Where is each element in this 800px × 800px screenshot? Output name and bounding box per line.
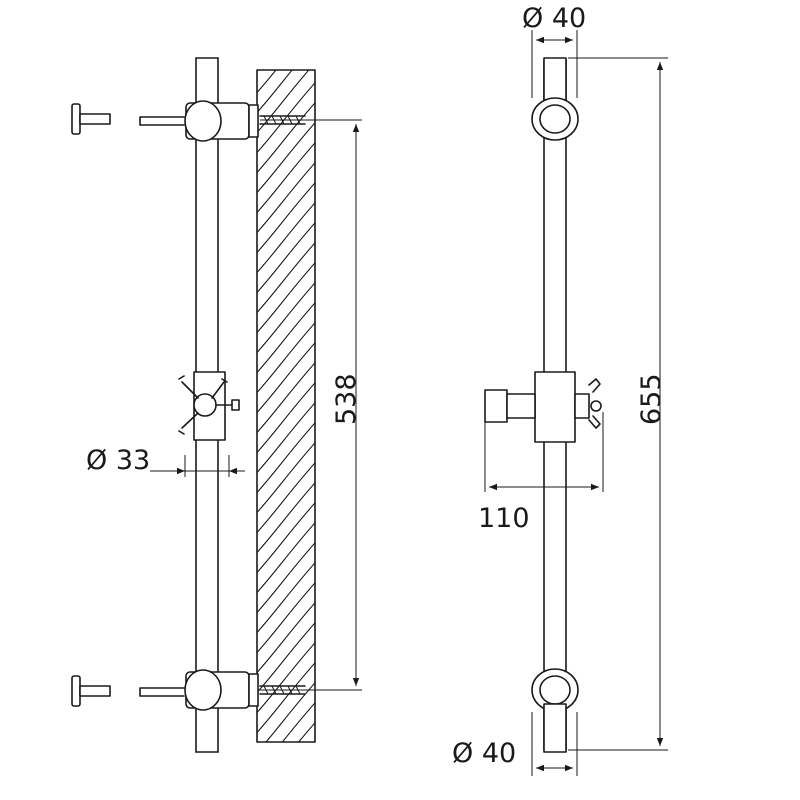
bottom-diameter-label: Ø 40 (452, 738, 516, 769)
slider-projection-dimension: 110 (478, 412, 604, 534)
hatch-line (281, 701, 315, 742)
mount-spacing-dimension: 538 (331, 119, 362, 691)
hatch-line (257, 261, 315, 334)
hatch-line (257, 601, 315, 674)
hatch-line (257, 241, 315, 314)
bottom-diameter-dimension: Ø 40 (452, 712, 578, 776)
hatch-line (257, 581, 315, 654)
hatch-line (257, 421, 315, 494)
hatch-line (257, 221, 315, 294)
hatch-line (257, 361, 315, 434)
hatch-line (257, 621, 315, 694)
hatch-line (257, 121, 315, 194)
bar-diameter-dimension: Ø 33 (86, 445, 245, 477)
hatch-line (257, 70, 310, 134)
bottom-wall-plug (71, 675, 185, 707)
top-diameter-label: Ø 40 (522, 3, 586, 34)
hatch-line (265, 681, 315, 742)
slider-projection-label: 110 (478, 503, 530, 534)
hatch-line (257, 81, 315, 154)
hatch-line (257, 161, 315, 234)
hatch-line (257, 381, 315, 454)
front-slider (484, 371, 602, 443)
hatch-line (257, 181, 315, 254)
hatch-line (257, 521, 315, 594)
wall-section (250, 69, 322, 800)
hatch-line (257, 401, 315, 474)
front-view: 110 Ø 40 Ø 40 655 (452, 3, 668, 776)
hatch-line (257, 321, 315, 394)
hatch-line (257, 70, 293, 114)
hatch-line (257, 461, 315, 534)
hatch-line (257, 201, 315, 274)
bar-diameter-label: Ø 33 (86, 445, 150, 476)
mount-spacing-label: 538 (331, 373, 362, 425)
bottom-end-cap (531, 668, 579, 753)
hatch-line (257, 661, 315, 734)
hatch-line (257, 481, 315, 554)
hatch-line (257, 541, 315, 614)
hatch-line (297, 721, 315, 742)
hatch-line (257, 301, 315, 374)
top-mount-bracket (184, 100, 352, 142)
hatch-line (257, 141, 315, 214)
hatch-line (250, 755, 322, 800)
top-end-cap (531, 57, 579, 141)
hatch-line (257, 341, 315, 414)
hatch-line (257, 441, 315, 514)
top-wall-plug (71, 103, 185, 135)
hatch-line (257, 281, 315, 354)
total-length-dimension: 655 (568, 57, 668, 751)
top-diameter-dimension: Ø 40 (522, 3, 586, 98)
side-slider (178, 371, 240, 441)
hatch-line (257, 101, 315, 174)
hatch-line (257, 561, 315, 634)
hatch-line (257, 501, 315, 574)
hatch-line (257, 641, 315, 714)
side-view: Ø 33 538 (71, 57, 362, 800)
bottom-mount-bracket (184, 669, 352, 711)
total-length-label: 655 (636, 373, 667, 425)
wall-hatching (250, 70, 322, 800)
hatch-line (314, 741, 315, 742)
